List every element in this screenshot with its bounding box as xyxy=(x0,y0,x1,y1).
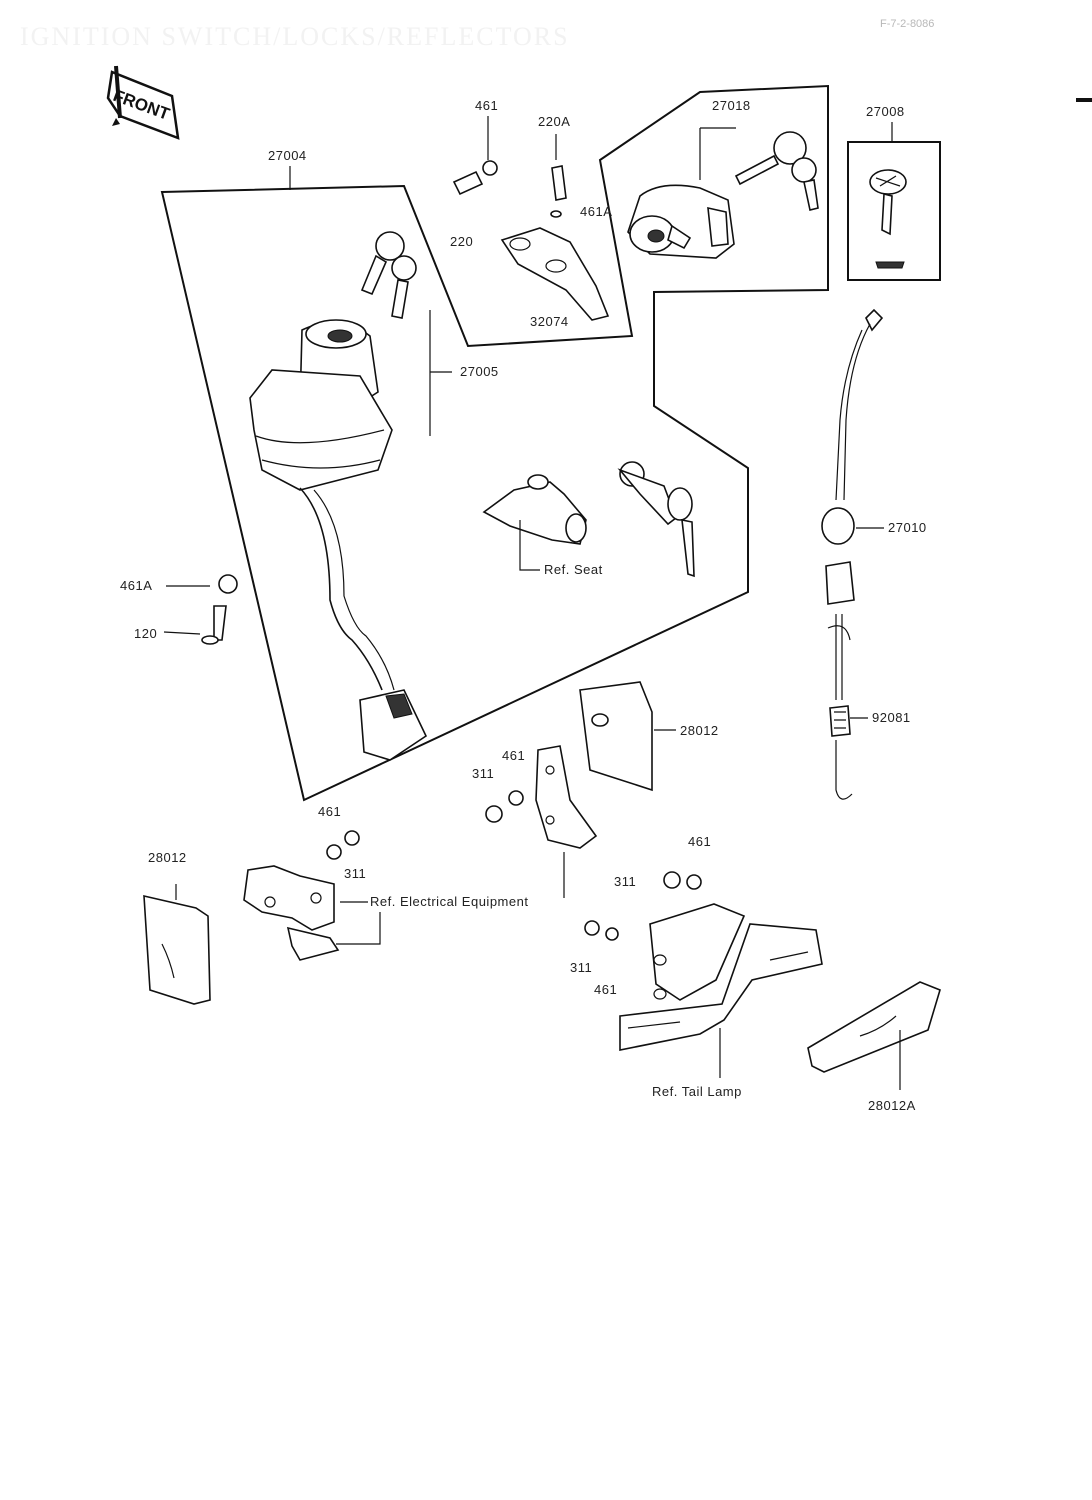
ignition-keys xyxy=(360,231,417,319)
label-27008: 27008 xyxy=(866,104,905,119)
reflector-mid xyxy=(485,681,653,849)
leader-lines xyxy=(163,116,901,1090)
label-28012a: 28012A xyxy=(868,1098,916,1113)
reflector-left xyxy=(143,830,360,1005)
label-28012-left: 28012 xyxy=(148,850,187,865)
label-92081: 92081 xyxy=(872,710,911,725)
label-461-left: 461 xyxy=(318,804,341,819)
lock-assembly xyxy=(627,184,735,259)
tail-bracket xyxy=(584,871,941,1073)
label-27018: 27018 xyxy=(712,98,751,113)
label-461-mid: 461 xyxy=(502,748,525,763)
label-28012-mid: 28012 xyxy=(680,723,719,738)
part-labels: 27004 461 220A 27018 27008 220 461A 3207… xyxy=(120,98,927,1113)
label-311-left: 311 xyxy=(344,866,366,881)
key-blank-frame xyxy=(847,141,941,281)
label-ref-electrical: Ref. Electrical Equipment xyxy=(370,894,528,909)
label-311-right: 311 xyxy=(614,874,636,889)
label-311-mid: 311 xyxy=(472,766,494,781)
label-461-top: 461 xyxy=(475,98,498,113)
label-27004: 27004 xyxy=(268,148,307,163)
front-badge: FRONT xyxy=(106,65,180,140)
label-461-lower: 461 xyxy=(594,982,617,997)
seat-lock xyxy=(482,461,695,578)
label-220: 220 xyxy=(450,234,473,249)
ignition-switch xyxy=(249,319,428,761)
label-461a-left: 461A xyxy=(120,578,152,593)
page-title: IGNITION SWITCH/LOCKS/REFLECTORS xyxy=(20,22,570,51)
label-120: 120 xyxy=(134,626,157,641)
label-ref-tail-lamp: Ref. Tail Lamp xyxy=(652,1084,742,1099)
label-220a: 220A xyxy=(538,114,570,129)
ignition-switch-frame xyxy=(160,84,829,802)
front-arrow-icon xyxy=(112,118,120,126)
page-code: F-7-2-8086 xyxy=(880,18,935,30)
label-27005: 27005 xyxy=(460,364,499,379)
key-blank xyxy=(869,169,907,269)
label-32074: 32074 xyxy=(530,314,569,329)
bolt-120 xyxy=(201,574,238,645)
label-461-right: 461 xyxy=(688,834,711,849)
bracket-32074 xyxy=(452,160,610,321)
label-311-lower: 311 xyxy=(570,960,592,975)
label-461a-top: 461A xyxy=(580,204,612,219)
edge-mark xyxy=(1076,98,1092,102)
label-ref-seat: Ref. Seat xyxy=(544,562,603,577)
seat-cable xyxy=(821,308,884,800)
helmet-lock-keys xyxy=(734,131,819,211)
label-27010: 27010 xyxy=(888,520,927,535)
